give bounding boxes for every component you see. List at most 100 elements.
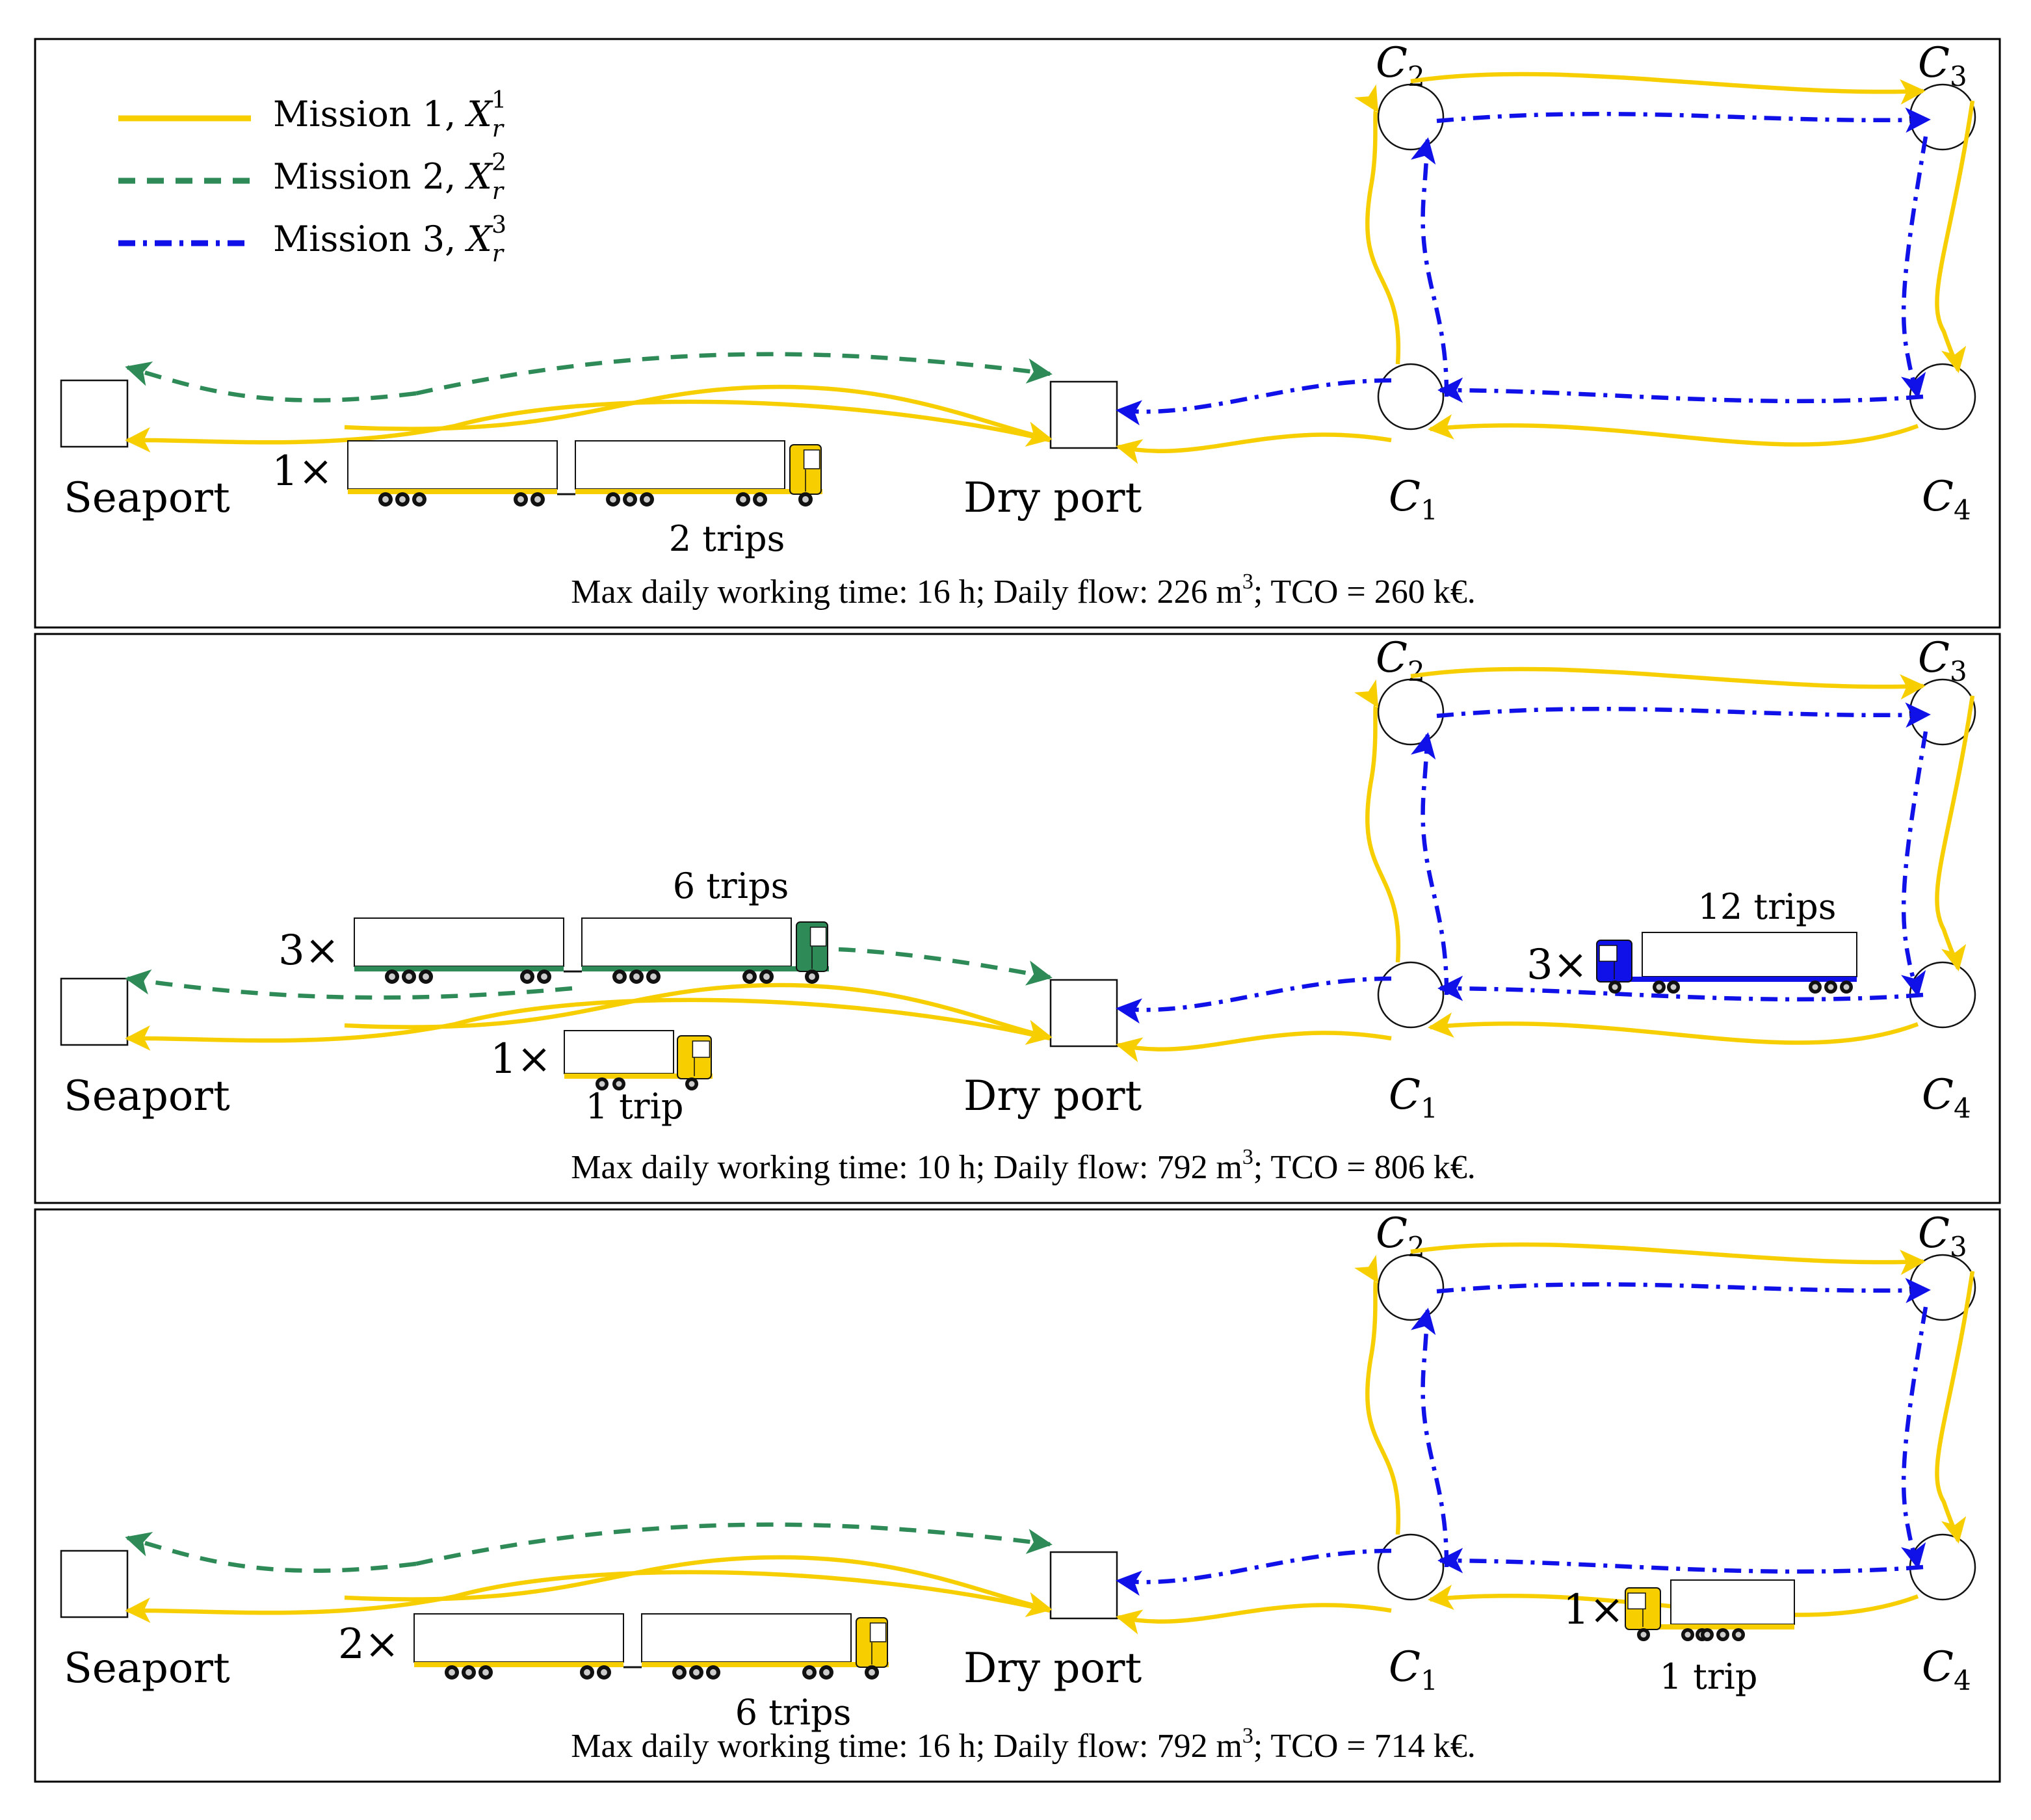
dry-port-label: Dry port bbox=[963, 1644, 1142, 1693]
mission-3-route bbox=[1900, 1306, 1928, 1570]
vehicle-trips: 6 trips bbox=[735, 1692, 852, 1733]
customer-label-c2: C2 bbox=[1376, 1209, 1425, 1263]
mission-1-route bbox=[1354, 84, 1401, 365]
trailer-box bbox=[641, 1613, 852, 1663]
legend-item-mission-2: Mission 2, Xr2 bbox=[118, 150, 506, 205]
legend-label-mission-1: Mission 1, bbox=[273, 94, 467, 135]
vehicle-trips: 6 trips bbox=[673, 865, 789, 906]
customer-label-c1: C1 bbox=[1389, 473, 1438, 526]
mission-1-route bbox=[1354, 1254, 1401, 1535]
customer-label-c4: C4 bbox=[1922, 1071, 1971, 1124]
mission-1-route bbox=[1935, 695, 1975, 971]
svg-text:Mission 3, Xr3: Mission 3, Xr3 bbox=[273, 212, 506, 267]
trailer-box bbox=[581, 917, 792, 967]
legend-item-mission-3: Mission 3, Xr3 bbox=[118, 212, 506, 267]
dry-port-node bbox=[1049, 979, 1118, 1048]
mission-1-route bbox=[344, 983, 1053, 1045]
trailer-box bbox=[575, 440, 785, 490]
vehicle-trips: 12 trips bbox=[1698, 886, 1837, 927]
svg-text:Mission 1, Xr1: Mission 1, Xr1 bbox=[273, 87, 506, 142]
mission-3-route bbox=[1411, 1308, 1449, 1568]
customer-label-c2: C2 bbox=[1376, 634, 1425, 687]
customer-label-c3: C3 bbox=[1918, 39, 1967, 92]
mission-3-route bbox=[1436, 107, 1931, 133]
seaport-node bbox=[60, 379, 129, 448]
vehicle-count: 3× bbox=[1527, 941, 1588, 989]
customer-label-c2: C2 bbox=[1376, 39, 1425, 92]
vehicle-count: 2× bbox=[338, 1620, 399, 1668]
seaport-node bbox=[60, 1550, 129, 1618]
legend-item-mission-1: Mission 1, Xr1 bbox=[118, 87, 506, 142]
truck-cab bbox=[677, 1035, 712, 1079]
legend: Mission 1, Xr1 Mission 2, Xr2 Mission 3,… bbox=[118, 87, 506, 267]
vehicle-count: 1× bbox=[490, 1035, 551, 1083]
mission-1-route bbox=[1935, 100, 1975, 373]
long-combination-vehicle bbox=[354, 917, 829, 984]
mission-1-route bbox=[1116, 1031, 1392, 1062]
truck-cab bbox=[1596, 940, 1632, 983]
customer-node-c2 bbox=[1377, 83, 1445, 151]
customer-node-c1 bbox=[1377, 961, 1445, 1029]
panel-frame bbox=[34, 633, 2001, 1204]
mission-2-route bbox=[838, 947, 1053, 986]
mission-2-route bbox=[415, 352, 1053, 396]
mission-1-route bbox=[125, 997, 1051, 1051]
vehicle-trips: 1 trip bbox=[1660, 1656, 1758, 1697]
customer-node-c1 bbox=[1377, 363, 1445, 430]
customer-node-c2 bbox=[1377, 1254, 1445, 1321]
mission-3-route bbox=[1116, 378, 1392, 426]
vehicle-trips: 1 trip bbox=[586, 1086, 684, 1127]
dry-port-label: Dry port bbox=[963, 474, 1142, 522]
mission-3-route bbox=[1116, 1548, 1392, 1596]
customer-label-c1: C1 bbox=[1389, 1643, 1438, 1696]
mission-3-route bbox=[1411, 732, 1449, 996]
panel-frame bbox=[34, 38, 2001, 629]
vehicle-count: 3× bbox=[278, 927, 339, 975]
panel-caption: Max daily working time: 16 h; Daily flow… bbox=[571, 570, 1476, 611]
truck-box bbox=[564, 1030, 674, 1074]
vehicle-trips: 2 trips bbox=[669, 518, 785, 559]
mission-2-route bbox=[415, 1522, 1053, 1566]
mission-3-route bbox=[1436, 1278, 1931, 1304]
mission-1-route bbox=[1428, 1012, 1919, 1045]
mission-1-route bbox=[344, 384, 1053, 447]
trailer-box bbox=[1642, 932, 1857, 977]
mission-3-route bbox=[1411, 137, 1449, 397]
long-combination-vehicle bbox=[413, 1613, 889, 1680]
mission-2-route bbox=[125, 969, 573, 1000]
mission-1-route bbox=[1116, 432, 1392, 464]
mission-1-route bbox=[1935, 1271, 1975, 1544]
mission-1-route bbox=[1428, 414, 1919, 447]
truck-cab bbox=[789, 444, 822, 495]
trailer-box bbox=[354, 917, 564, 967]
truck-cab bbox=[1625, 1587, 1661, 1630]
customer-label-c3: C3 bbox=[1918, 634, 1967, 687]
mission-1-route bbox=[1410, 1242, 1926, 1275]
customer-label-c4: C4 bbox=[1922, 1643, 1971, 1696]
legend-label-mission-3: Mission 3, bbox=[273, 218, 467, 259]
dry-port-node bbox=[1049, 380, 1118, 449]
dry-port-node bbox=[1049, 1551, 1118, 1620]
mission-1-route bbox=[125, 1570, 1051, 1623]
mission-1-route bbox=[1410, 72, 1926, 105]
mission-3-route bbox=[1437, 377, 1924, 404]
semi-trailer-vehicle bbox=[1596, 932, 1857, 994]
panel-caption: Max daily working time: 10 h; Daily flow… bbox=[571, 1145, 1476, 1186]
customer-label-c4: C4 bbox=[1922, 473, 1971, 526]
svg-text:Mission 2, Xr2: Mission 2, Xr2 bbox=[273, 150, 506, 205]
trailer-box bbox=[347, 440, 558, 490]
vehicle-count: 1× bbox=[272, 447, 333, 495]
mission-3-route bbox=[1436, 702, 1931, 728]
truck-cab bbox=[856, 1617, 888, 1668]
customer-label-c1: C1 bbox=[1389, 1071, 1438, 1124]
mission-1-route bbox=[344, 1555, 1053, 1617]
long-combination-vehicle bbox=[347, 440, 822, 507]
trailer-box bbox=[1670, 1579, 1795, 1625]
mission-1-route bbox=[1116, 1603, 1392, 1635]
customer-node-c2 bbox=[1377, 678, 1445, 746]
mission-3-route bbox=[1116, 976, 1392, 1024]
mission-1-route bbox=[1354, 679, 1401, 963]
